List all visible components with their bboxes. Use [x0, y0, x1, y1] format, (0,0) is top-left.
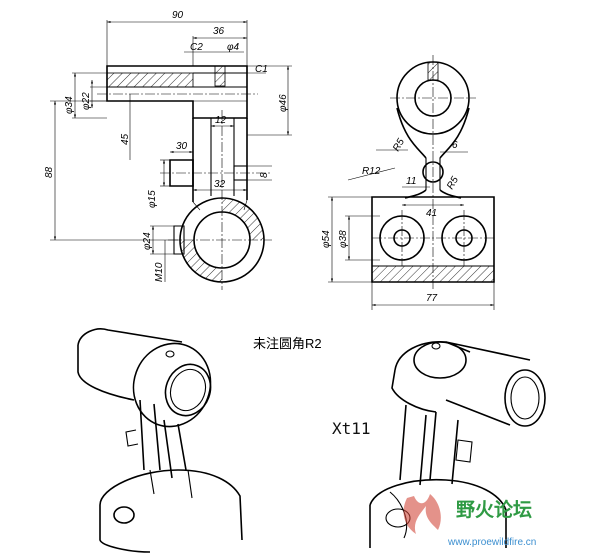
isometric-view-left	[77, 328, 243, 553]
isometric-view-right	[369, 341, 546, 548]
dim-30: 30	[176, 141, 188, 152]
dim-phi38: φ38	[338, 230, 349, 248]
watermark: 野火论坛 www.proewildfire.cn	[403, 494, 536, 548]
dim-phi54: φ54	[321, 230, 332, 248]
dim-45: 45	[120, 133, 131, 145]
dim-phi46: φ46	[278, 94, 289, 112]
dim-11: 11	[406, 176, 416, 187]
dim-6: 6	[452, 140, 458, 151]
code-note: Xt11	[332, 419, 371, 438]
dim-90: 90	[172, 10, 184, 21]
dim-phi15: φ15	[147, 190, 158, 208]
watermark-text: 野火论坛	[456, 498, 532, 521]
dim-phi4: φ4	[227, 42, 240, 53]
front-view	[97, 65, 272, 290]
dim-8: 8	[259, 172, 270, 178]
dim-phi24: φ24	[142, 232, 153, 250]
watermark-url: www.proewildfire.cn	[447, 537, 536, 548]
front-view-dimensions: 90 36 C2 φ4 C1 φ34 φ22 45 12 φ46 88 30	[44, 10, 292, 282]
dim-m10: M10	[154, 262, 165, 282]
dim-12: 12	[215, 115, 227, 126]
dim-phi34: φ34	[64, 96, 75, 114]
dim-r5-top: R5	[391, 137, 407, 154]
dim-36: 36	[213, 26, 225, 37]
dim-41: 41	[426, 208, 437, 219]
side-view	[371, 55, 495, 290]
dim-88: 88	[44, 166, 55, 178]
dim-32: 32	[214, 179, 226, 190]
dim-c1: C1	[255, 64, 268, 75]
dim-r5-bottom: R5	[445, 175, 461, 192]
dim-77: 77	[426, 293, 438, 304]
side-view-dimensions: R5 6 R12 11 R5 41 φ54 φ38 77	[321, 137, 495, 310]
flame-icon	[403, 494, 441, 534]
dim-r12: R12	[362, 166, 381, 177]
fillet-note: 未注圆角R2	[253, 336, 322, 351]
dim-c2: C2	[190, 42, 203, 53]
